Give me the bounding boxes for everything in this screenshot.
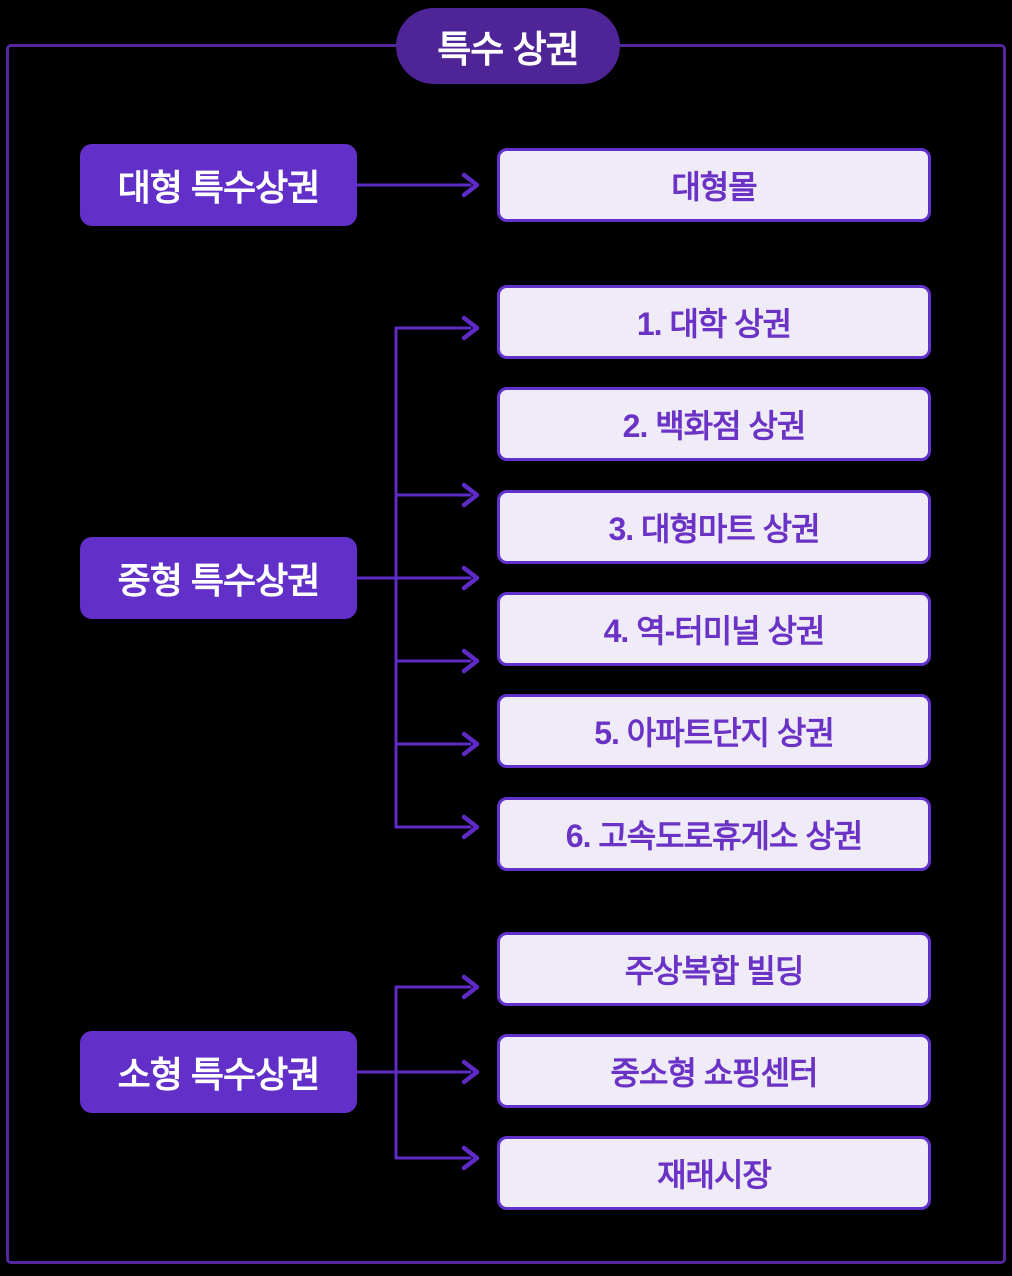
item-box-large-mall: 대형몰: [497, 148, 931, 222]
item-box-shopping-center: 중소형 쇼핑센터: [497, 1034, 931, 1108]
item-box-apartment: 5. 아파트단지 상권: [497, 694, 931, 768]
item-box-mixed-building: 주상복합 빌딩: [497, 932, 931, 1006]
group-label-medium: 중형 특수상권: [80, 537, 357, 619]
item-box-station: 4. 역-터미널 상권: [497, 592, 931, 666]
item-box-hypermarket: 3. 대형마트 상권: [497, 490, 931, 564]
group-label-small: 소형 특수상권: [80, 1031, 357, 1113]
page-title: 특수 상권: [396, 8, 620, 84]
item-box-rest-area: 6. 고속도로휴게소 상권: [497, 797, 931, 871]
group-label-large: 대형 특수상권: [80, 144, 357, 226]
item-box-trad-market: 재래시장: [497, 1136, 931, 1210]
item-box-university: 1. 대학 상권: [497, 285, 931, 359]
item-box-department: 2. 백화점 상권: [497, 387, 931, 461]
